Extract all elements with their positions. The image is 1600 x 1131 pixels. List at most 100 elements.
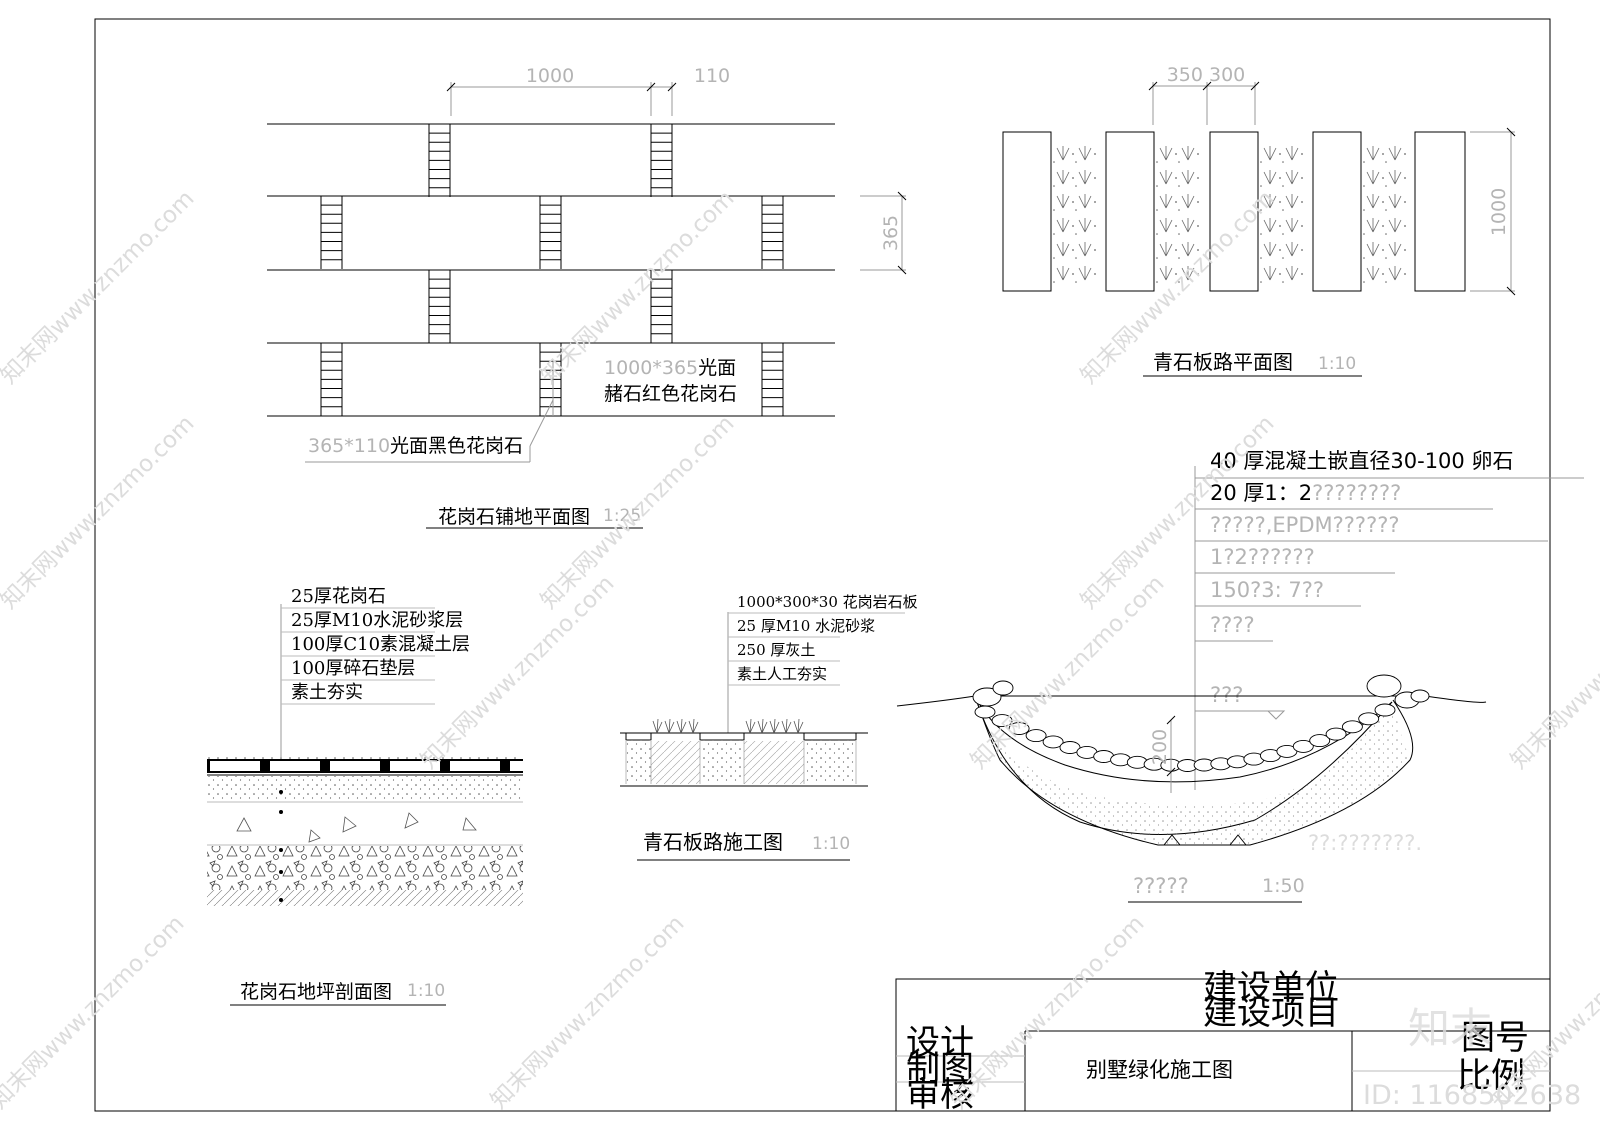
drawing-name: 别墅绿化施工图	[1086, 1058, 1233, 1082]
boulder	[1410, 689, 1430, 703]
stream-layer-6: ????	[1210, 613, 1255, 637]
pebble	[1025, 729, 1047, 743]
granite-plan-title: 花岗石铺地平面图	[438, 506, 590, 528]
review-label: 审核	[906, 1075, 974, 1115]
slate-slab	[1105, 131, 1155, 292]
watermark-text: 知末网www.znzmo.com	[0, 411, 199, 615]
dim-1000: 1000	[526, 65, 574, 87]
black-granite-strip	[428, 124, 451, 197]
granite-paver	[210, 761, 260, 771]
dimension-right: 365	[860, 191, 907, 275]
outer-border	[94, 18, 1551, 1112]
pebble	[1008, 722, 1030, 735]
design-label: 设计	[906, 1023, 974, 1063]
construction-project: 建设项目	[1203, 993, 1339, 1033]
boulder	[992, 680, 1014, 696]
watermark-logo: 知末	[1408, 1004, 1492, 1053]
pebble	[1374, 703, 1396, 717]
slate-block	[699, 732, 745, 784]
stream-note: ??:???????.	[1308, 831, 1422, 855]
dim-110: 110	[694, 65, 730, 87]
granite-plan-scale: 1:25	[603, 506, 641, 526]
granite-section: 25厚花岗石 25厚M10水泥砂浆层 100厚C10素混凝土层 100厚碎石垫层素土夯…	[207, 586, 560, 1006]
note-black-granite: 365*110光面黑色花岗石	[308, 435, 523, 457]
stream-layer-1: 40 厚混凝土嵌直径30-100 卵石	[1210, 449, 1513, 473]
note-red-granite: 赭石红色花岗石	[604, 383, 737, 405]
slate-plan-title: 青石板路平面图	[1153, 350, 1293, 374]
construction-unit: 建设单位	[1203, 968, 1339, 1008]
watermark-text: 知末网www.znzmo.com	[1506, 571, 1600, 775]
slate-block	[803, 732, 857, 784]
note-red-granite-size: 1000*365光面	[604, 357, 736, 379]
pebble	[1309, 734, 1331, 748]
slate-block	[625, 732, 652, 784]
grass-gap	[1053, 146, 1096, 283]
granite-paver	[330, 761, 380, 771]
granite-paver	[390, 761, 440, 771]
black-granite-strip	[320, 343, 343, 416]
granite-section-title: 花岗石地坪剖面图	[240, 981, 392, 1003]
pebble	[1325, 727, 1347, 741]
watermark-id: ID: 1168502638	[1363, 1080, 1581, 1111]
black-granite-strip	[761, 343, 784, 416]
dim-365: 365	[880, 215, 902, 251]
slate-section-layer: 250 厚灰土	[737, 641, 815, 659]
pebble	[1292, 739, 1314, 753]
dimension-top: 1000 110	[446, 65, 730, 116]
granite-paver	[270, 761, 320, 771]
watermark-text: 知末网www.znzmo.com	[486, 911, 690, 1115]
soil-fill	[651, 718, 700, 784]
black-granite-strip	[650, 124, 673, 197]
stream-section: 40 厚混凝土嵌直径30-100 卵石 20 厚1：2???????? ????…	[896, 449, 1584, 903]
granite-section-layer: 100厚碎石垫层	[291, 658, 415, 679]
pebble	[991, 714, 1013, 728]
pebble	[1059, 741, 1081, 754]
dim-1000: 1000	[1488, 188, 1510, 236]
slate-section-scale: 1:10	[812, 834, 850, 854]
title-block: 建设单位 建设项目 设计 制图 审核 别墅绿化施工图 图号 比例	[895, 968, 1551, 1115]
black-granite-strip	[539, 343, 562, 416]
slate-section-layer: 素土人工夯实	[737, 665, 827, 683]
watermark-text: 知末网www.znzmo.com	[416, 571, 620, 775]
slate-plan-scale: 1:10	[1318, 354, 1356, 374]
slate-section: 1000*300*30 花岗岩石板 25 厚M10 水泥砂浆 250 厚灰土素土人工…	[620, 593, 918, 861]
stream-layer-2: 20 厚1：2????????	[1210, 481, 1401, 505]
granite-section-layer: 100厚C10素混凝土层	[291, 634, 470, 655]
pebble	[1341, 720, 1363, 734]
stream-water-label: ???	[1210, 683, 1243, 707]
stream-layer-5: 150?3: 7??	[1210, 578, 1324, 602]
stream-dim-200: 200	[1149, 729, 1171, 765]
granite-section-layer: 25厚M10水泥砂浆层	[291, 610, 463, 631]
slate-section-title: 青石板路施工图	[643, 830, 783, 854]
black-granite-strips	[320, 124, 784, 416]
granite-section-layer: 25厚花岗石	[291, 586, 386, 607]
granite-section-layer: 素土夯实	[291, 682, 363, 703]
slate-section-layer: 1000*300*30 花岗岩石板	[737, 593, 918, 611]
boulder	[972, 687, 1002, 707]
granite-paver	[510, 761, 560, 771]
stream-layer-4: 1?2??????	[1210, 545, 1315, 569]
grass-gap	[1363, 146, 1406, 283]
black-granite-strip	[428, 270, 451, 343]
slate-slab	[1414, 131, 1466, 292]
stream-title: ?????	[1133, 874, 1189, 898]
slate-slab	[1209, 131, 1259, 292]
pebble	[1042, 735, 1064, 749]
boulder	[1366, 674, 1402, 698]
scale-label: 比例	[1457, 1056, 1525, 1096]
slate-section-layer: 25 厚M10 水泥砂浆	[737, 617, 875, 635]
black-granite-strip	[650, 270, 673, 343]
drawing-no-label: 图号	[1461, 1018, 1529, 1058]
grass-gap	[1260, 146, 1303, 283]
watermark-text: 知末网www.znzmo.com	[0, 186, 199, 390]
slate-slab	[1002, 131, 1052, 292]
dimension-top: 350 300	[1148, 64, 1260, 125]
grass-gap	[1156, 146, 1199, 283]
stream-layer-3: ?????,EPDM??????	[1210, 513, 1400, 537]
stream-scale: 1:50	[1262, 875, 1305, 897]
drawing-by-label: 制图	[906, 1049, 974, 1089]
black-granite-strip	[320, 196, 343, 269]
soil-fill	[744, 718, 804, 784]
slate-slab	[1312, 131, 1362, 292]
